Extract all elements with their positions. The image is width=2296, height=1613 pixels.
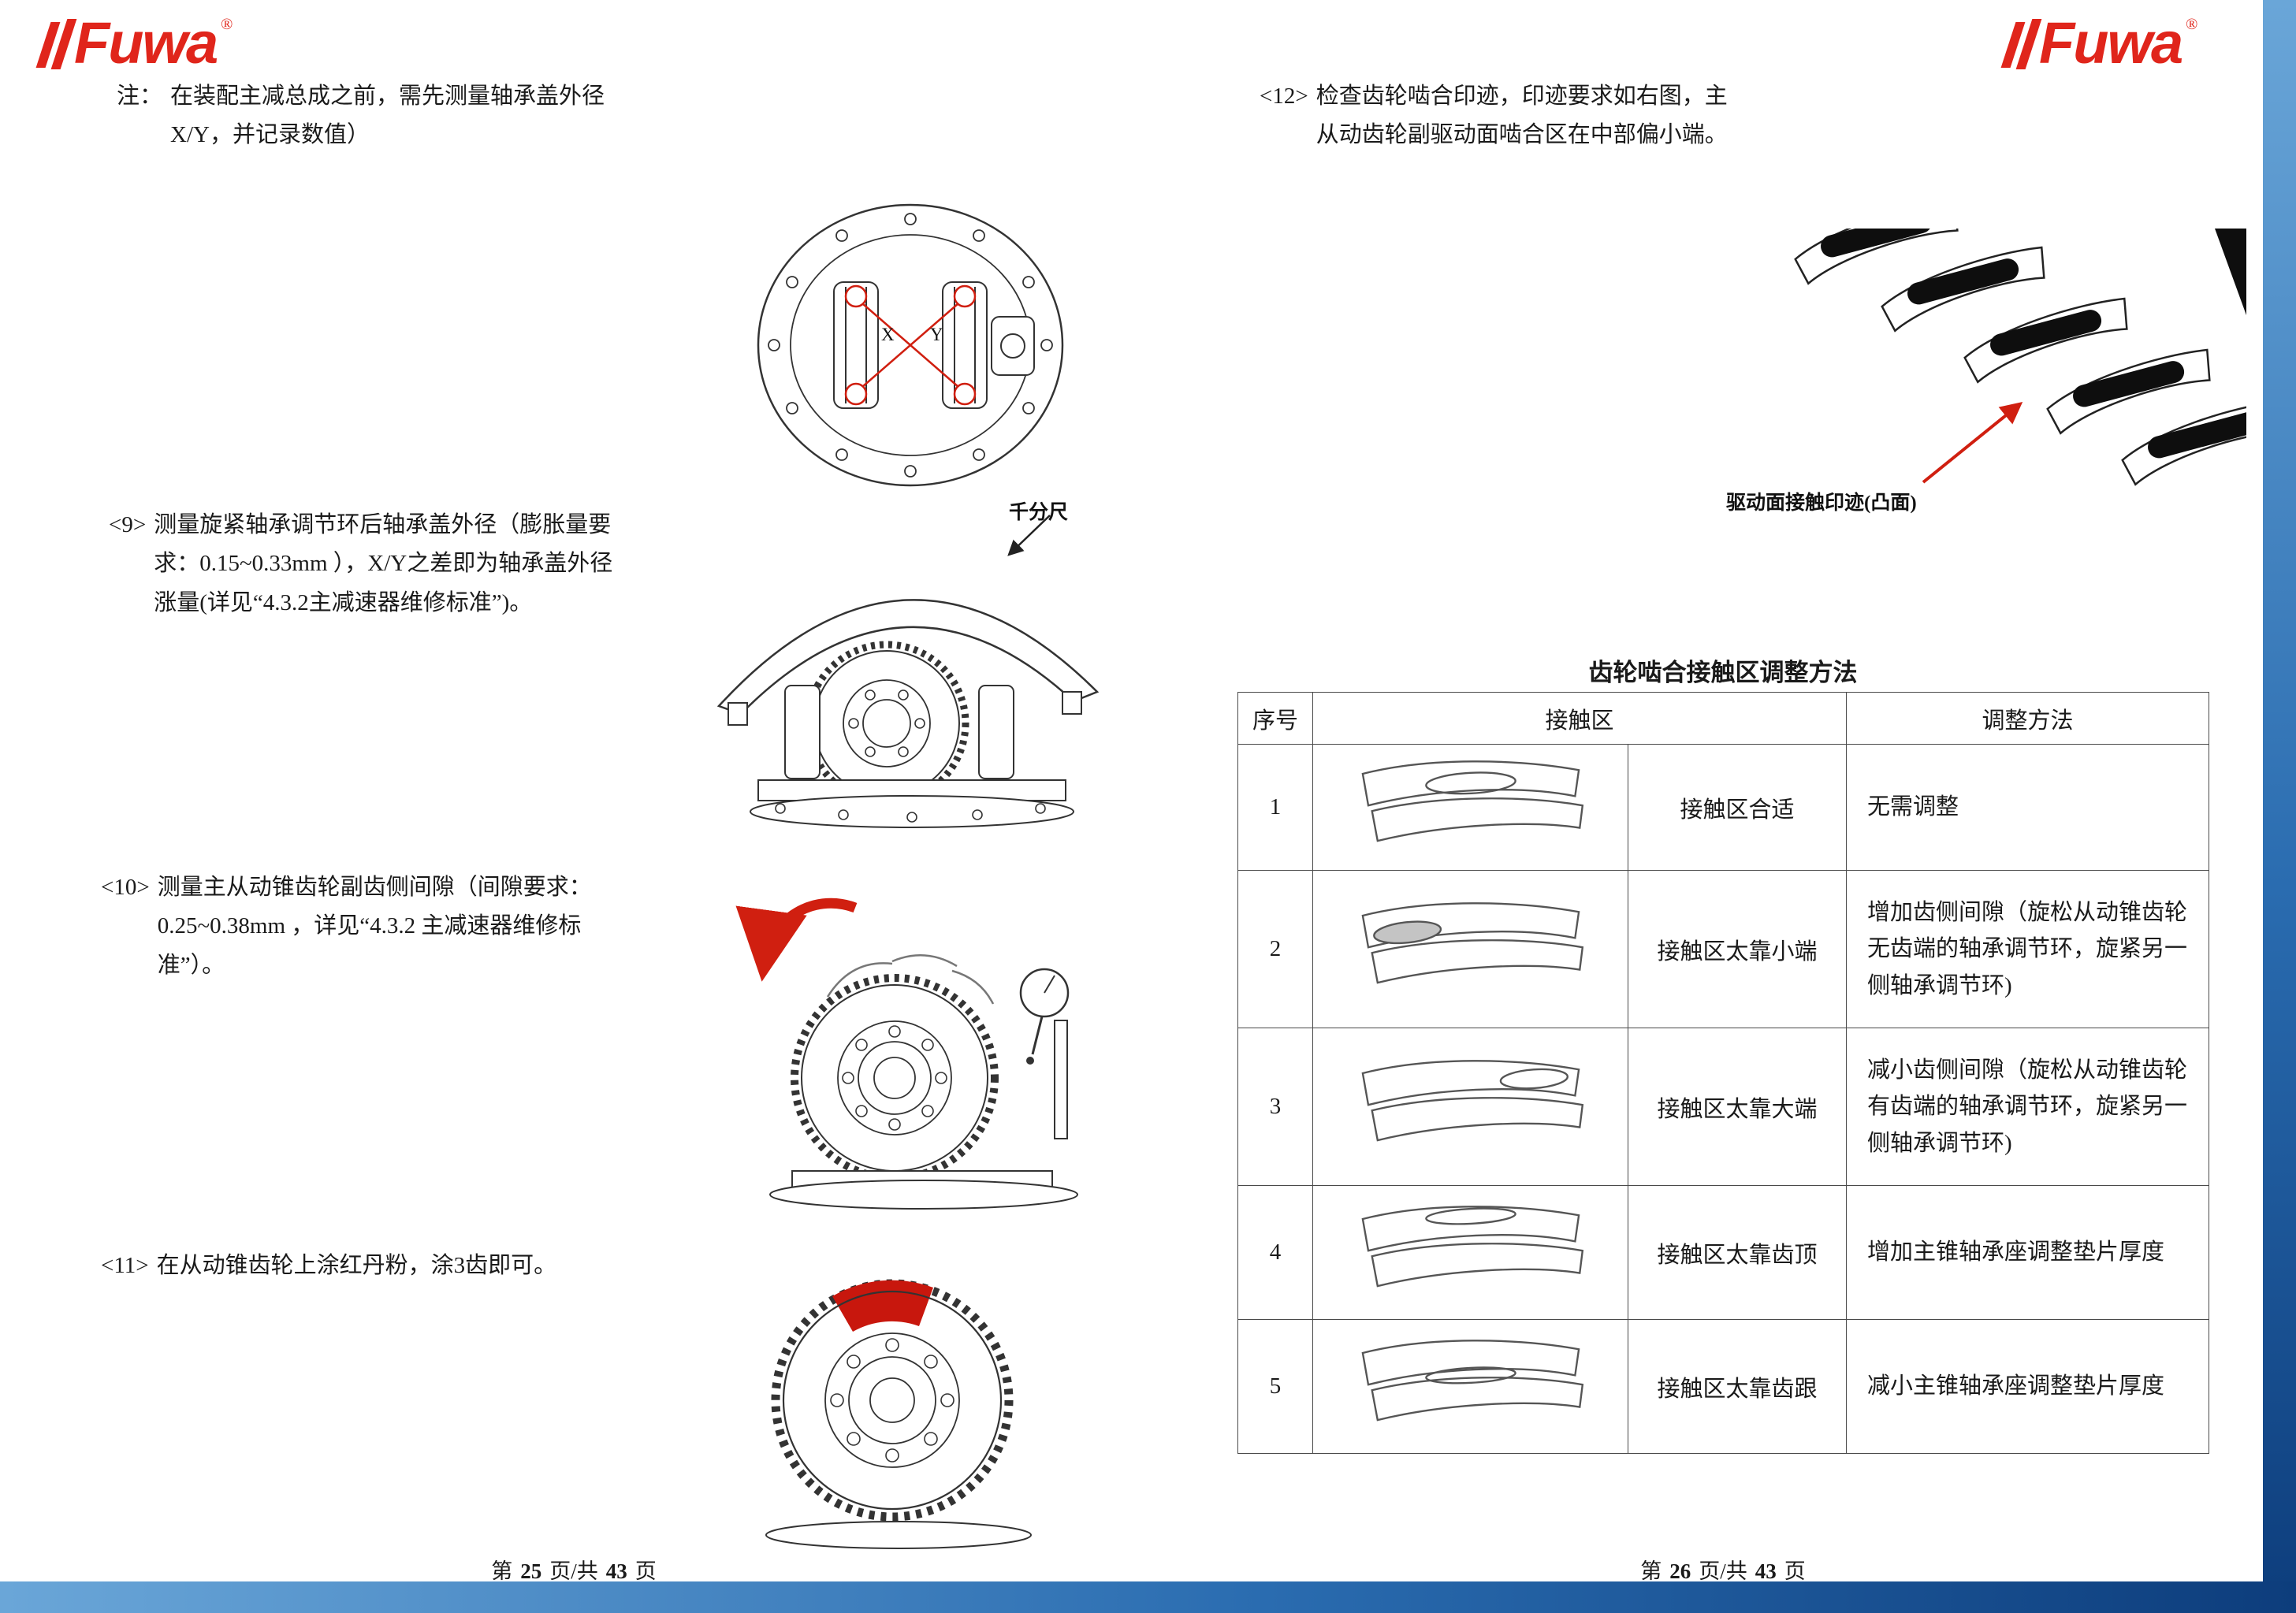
- zone-text: 接触区合适: [1627, 744, 1848, 871]
- footer-total-pages: 43: [605, 1559, 627, 1583]
- step-9: <9> 测量旋紧轴承调节环后轴承盖外径（膨胀量要求：0.15~0.33mm ），…: [109, 506, 621, 623]
- note-tag: 注：: [117, 84, 163, 109]
- table-row: 3 接触区太靠大端 减小齿侧间隙（旋松从动锥齿轮有齿端的轴承调节环，旋紧另一侧轴…: [1237, 1028, 2210, 1186]
- fuwa-logo-slashes-icon: [35, 19, 77, 69]
- contact-zone-illustration: [1312, 1319, 1628, 1454]
- table-row: 4 接触区太靠齿顶 增加主锥轴承座调整垫片厚度: [1237, 1185, 2210, 1320]
- zone-text: 接触区太靠齿顶: [1627, 1185, 1848, 1320]
- row-number: 3: [1237, 1028, 1313, 1186]
- footer-total-pages: 43: [1755, 1559, 1777, 1583]
- note-text: 在装配主减总成之前，需先测量轴承盖外径X/Y，并记录数值）: [170, 84, 605, 148]
- marking-illustration: [765, 1279, 1032, 1549]
- footer-post: 页: [1784, 1559, 1806, 1583]
- header-contact-zone: 接触区: [1312, 692, 1848, 745]
- row-number: 4: [1237, 1185, 1313, 1320]
- page-edge-band-horizontal: [0, 1581, 2296, 1613]
- backlash-illustration: [735, 898, 1078, 1210]
- step-10-text: 测量主从动锥齿轮副齿侧间隙（间隙要求：0.25~0.38mm ，详见“4.3.2…: [157, 875, 592, 978]
- method-text: 减小齿侧间隙（旋松从动锥齿轮有齿端的轴承调节环，旋紧另一侧轴承调节环): [1846, 1028, 2210, 1186]
- step-10-tag: <10>: [101, 875, 150, 900]
- header-seq: 序号: [1237, 692, 1313, 745]
- table-row: 1 接触区合适 无需调整: [1237, 744, 2210, 871]
- method-text: 无需调整: [1846, 744, 2210, 871]
- step-12-text: 检查齿轮啮合印迹，印迹要求如右图，主从动齿轮副驱动面啮合区在中部偏小端。: [1315, 84, 1728, 148]
- fuwa-logo-slashes-icon: [2000, 19, 2042, 69]
- label-x: X: [881, 325, 895, 344]
- contact-zone-illustration: [1312, 744, 1628, 871]
- footer-pre: 第: [1640, 1559, 1662, 1583]
- zone-text: 接触区太靠齿跟: [1627, 1319, 1848, 1454]
- method-text: 增加齿侧间隙（旋松从动锥齿轮无齿端的轴承调节环，旋紧另一侧轴承调节环): [1846, 870, 2210, 1028]
- adjustment-table-title: 齿轮啮合接触区调整方法: [1588, 659, 1858, 686]
- contact-zone-illustration: [1312, 1185, 1628, 1320]
- zone-text: 接触区太靠大端: [1627, 1028, 1848, 1186]
- fuwa-logo-left: Fuwa ®: [35, 10, 233, 76]
- fuwa-logo-right: Fuwa ®: [2000, 10, 2198, 76]
- contact-pattern-illustration: [1794, 229, 2246, 486]
- step-12: <12> 检查齿轮啮合印迹，印迹要求如右图，主从动齿轮副驱动面啮合区在中部偏小端…: [1260, 77, 1732, 155]
- page-footer-right: 第 26 页/共 43 页: [1237, 1554, 2209, 1585]
- micrometer-diagram: 千分尺: [686, 495, 1127, 842]
- fuwa-logo-text: Fuwa: [2039, 10, 2183, 76]
- micrometer-label: 千分尺: [1009, 502, 1069, 523]
- label-y: Y: [930, 325, 943, 344]
- row-number: 1: [1237, 744, 1313, 871]
- header-adjust-method: 调整方法: [1846, 692, 2210, 745]
- step-9-text: 测量旋紧轴承调节环后轴承盖外径（膨胀量要求：0.15~0.33mm ），X/Y之…: [154, 512, 613, 615]
- footer-page-number: 25: [520, 1559, 542, 1583]
- contact-pattern-diagram: 驱动面接触印迹(凸面): [1726, 229, 2246, 528]
- adjustment-table: 序号 接触区 调整方法 1 接触区合适 无需调整 2 接触区太靠小端 增加齿侧间…: [1237, 692, 2210, 1454]
- housing-xy-diagram: X Y: [741, 197, 1080, 495]
- method-text: 减小主锥轴承座调整垫片厚度: [1846, 1319, 2210, 1454]
- micrometer-illustration: [716, 515, 1100, 828]
- registered-mark: ®: [2186, 16, 2198, 33]
- page-edge-band-vertical: [2263, 0, 2296, 1613]
- table-header-row: 序号 接触区 调整方法: [1237, 692, 2210, 745]
- step-12-tag: <12>: [1260, 84, 1308, 109]
- step-11-text: 在从动锥齿轮上涂红丹粉，涂3齿即可。: [156, 1253, 557, 1278]
- footer-pre: 第: [491, 1559, 513, 1583]
- footer-post: 页: [634, 1559, 657, 1583]
- backlash-diagram: [709, 875, 1127, 1221]
- assembly-note: 注： 在装配主减总成之前，需先测量轴承盖外径X/Y，并记录数值）: [117, 77, 621, 155]
- footer-page-number: 26: [1669, 1559, 1691, 1583]
- marking-diagram: [709, 1254, 1088, 1557]
- contact-pattern-label: 驱动面接触印迹(凸面): [1726, 492, 1917, 514]
- footer-mid: 页/共: [549, 1559, 598, 1583]
- step-9-tag: <9>: [109, 512, 147, 537]
- table-row: 5 接触区太靠齿跟 减小主锥轴承座调整垫片厚度: [1237, 1319, 2210, 1454]
- table-row: 2 接触区太靠小端 增加齿侧间隙（旋松从动锥齿轮无齿端的轴承调节环，旋紧另一侧轴…: [1237, 870, 2210, 1028]
- page-footer-left: 第 25 页/共 43 页: [0, 1554, 1148, 1585]
- row-number: 2: [1237, 870, 1313, 1028]
- step-11-tag: <11>: [101, 1253, 149, 1278]
- contact-zone-illustration: [1312, 870, 1628, 1028]
- row-number: 5: [1237, 1319, 1313, 1454]
- housing-xy-illustration: X Y: [757, 203, 1064, 487]
- contact-zone-illustration: [1312, 1028, 1628, 1186]
- footer-mid: 页/共: [1699, 1559, 1747, 1583]
- registered-mark: ®: [221, 16, 233, 33]
- fuwa-logo-text: Fuwa: [74, 10, 218, 76]
- method-text: 增加主锥轴承座调整垫片厚度: [1846, 1185, 2210, 1320]
- step-11: <11> 在从动锥齿轮上涂红丹粉，涂3齿即可。: [101, 1247, 668, 1285]
- zone-text: 接触区太靠小端: [1627, 870, 1848, 1028]
- step-10: <10> 测量主从动锥齿轮副齿侧间隙（间隙要求：0.25~0.38mm ，详见“…: [101, 868, 621, 985]
